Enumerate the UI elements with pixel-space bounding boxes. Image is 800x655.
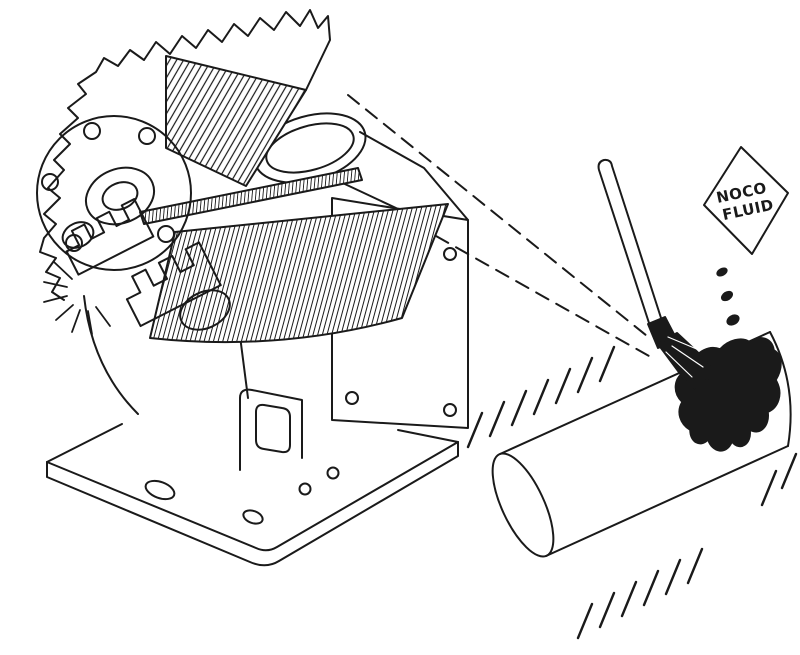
housing-under-band-edge — [239, 335, 249, 399]
emphasis-mark — [598, 345, 616, 383]
emphasis-mark — [532, 378, 550, 416]
emphasis-mark — [686, 547, 704, 585]
starburst-ray — [55, 304, 74, 321]
housing-top-edge — [359, 131, 469, 221]
emphasis-marks-lower — [576, 547, 704, 640]
gear-teeth-profile — [65, 198, 143, 253]
base-bolt-hole — [298, 482, 312, 496]
worm-drum-band — [149, 203, 449, 344]
emphasis-mark — [466, 411, 484, 449]
splined-shaft-strip — [139, 167, 363, 225]
brush-handle — [597, 158, 663, 327]
drip-dots — [716, 267, 740, 326]
flange-bolt-hole — [83, 122, 101, 140]
emphasis-mark — [488, 400, 506, 438]
shaft-end — [61, 221, 95, 249]
housing-bolt — [443, 403, 457, 417]
brush-bristles — [657, 332, 708, 380]
projection-lines — [347, 94, 657, 361]
housing-left-body-edge — [83, 295, 139, 415]
projection-line-upper — [347, 94, 653, 341]
gear-teeth-profile — [125, 241, 209, 301]
flange-bolt-hole — [41, 173, 59, 191]
cutaway-top-plate — [165, 55, 307, 187]
base-top-left-edge — [46, 423, 123, 463]
emphasis-mark — [780, 452, 798, 490]
base-front-edge — [46, 441, 459, 552]
gear-body — [65, 212, 155, 276]
flange-hub — [85, 166, 155, 226]
emphasis-marks-right — [760, 452, 798, 507]
applicator-brush — [597, 158, 716, 390]
gear-body — [125, 257, 222, 328]
fluid-tag: NOCO FLUID — [703, 146, 789, 255]
emphasis-mark — [620, 580, 638, 618]
starburst-ray — [87, 310, 93, 335]
base-thickness-edge — [46, 441, 459, 567]
cutaway-jagged-edge — [39, 9, 331, 301]
emphasis-mark — [576, 602, 594, 640]
projection-line-lower — [435, 235, 657, 361]
emphasis-mark — [664, 558, 682, 596]
starburst-ray — [53, 261, 73, 280]
shaft-end — [179, 289, 231, 331]
flange-bolt-hole — [157, 225, 175, 243]
starburst-ray — [43, 281, 68, 288]
flange-hub-center — [101, 181, 139, 211]
starburst — [43, 261, 111, 335]
drip-dot — [716, 267, 728, 277]
application-detail: NOCO FLUID — [466, 146, 798, 640]
gear-teeth-group — [65, 198, 222, 328]
base-slot-hole — [144, 479, 176, 501]
starburst-ray — [95, 306, 111, 327]
emphasis-mark — [642, 569, 660, 607]
mounting-base — [46, 423, 459, 567]
drip-dot — [726, 314, 740, 326]
base-bolt-hole — [326, 466, 340, 480]
end-flange — [36, 115, 192, 271]
starburst-ray — [71, 309, 81, 333]
emphasis-mark — [598, 591, 616, 629]
drip-dot — [720, 290, 734, 302]
brush-stray-bristles — [683, 359, 716, 390]
starburst-ray — [43, 295, 68, 303]
gusset-bracket — [239, 388, 303, 471]
cylinder-bottom-line — [545, 445, 789, 557]
cylinder-face — [491, 452, 555, 558]
gusset-slot — [255, 403, 291, 454]
housing-bolt — [345, 391, 359, 405]
fluid-tag-outline — [703, 146, 789, 255]
brush-bristle-highlights — [665, 336, 704, 378]
emphasis-mark — [760, 469, 778, 507]
cylinder-end-edge — [769, 331, 792, 447]
winch-assembly — [36, 9, 469, 567]
emphasis-mark — [510, 389, 528, 427]
emphasis-marks-upper — [466, 345, 616, 449]
flange-outer-rim — [36, 115, 192, 271]
base-top-right-edge — [397, 429, 459, 443]
emphasis-mark — [576, 356, 594, 394]
housing-bolt — [443, 247, 457, 261]
flange-bolt-hole — [138, 127, 156, 145]
bore-inner-rim — [265, 122, 355, 174]
base-slot-hole — [242, 509, 264, 525]
gear-train — [61, 198, 231, 331]
emphasis-mark — [554, 367, 572, 405]
